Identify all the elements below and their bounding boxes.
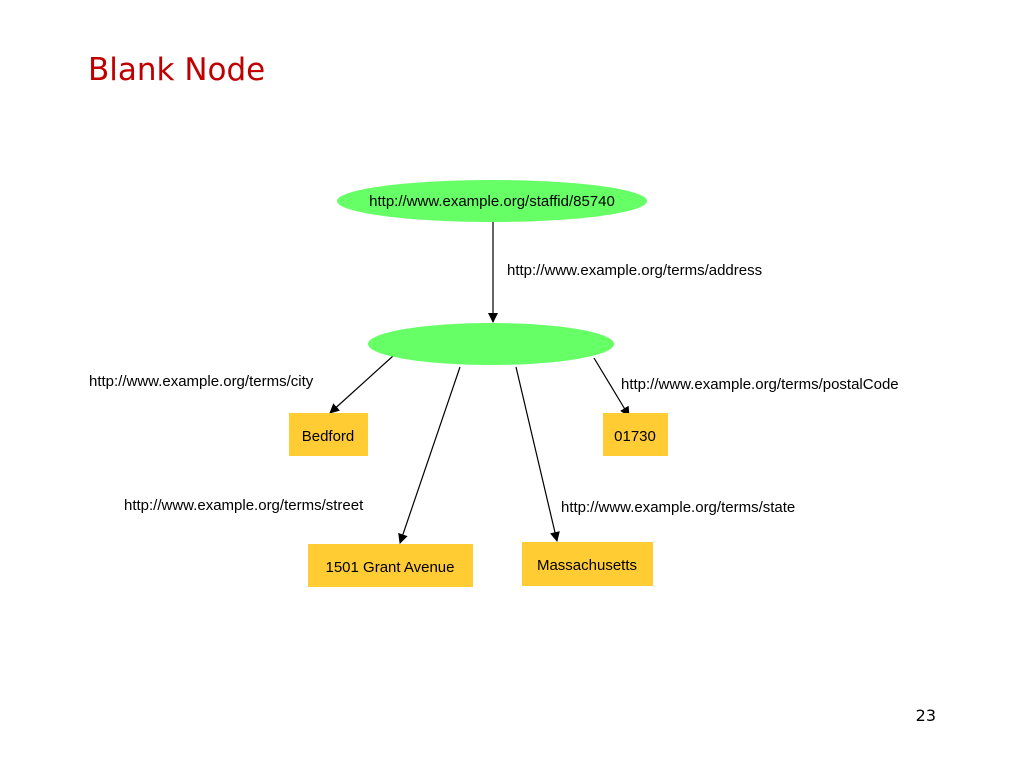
edge-label-address: http://www.example.org/terms/address	[507, 262, 762, 279]
subject-node: http://www.example.org/staffid/85740	[337, 180, 647, 222]
edge-city	[329, 355, 394, 414]
edge-label-state: http://www.example.org/terms/state	[561, 499, 795, 516]
edge-state	[515, 366, 560, 542]
street-node-label: 1501 Grant Avenue	[326, 559, 455, 576]
page-number: 23	[915, 706, 936, 725]
slide-title: Blank Node	[88, 52, 266, 88]
edge-label-street: http://www.example.org/terms/street	[124, 497, 364, 514]
edge-postal-code	[593, 357, 630, 417]
state-node: Massachusetts	[522, 542, 653, 586]
state-node-label: Massachusetts	[537, 557, 637, 574]
edge-label-postal-code: http://www.example.org/terms/postalCode	[621, 376, 899, 393]
postal-code-node: 01730	[603, 413, 668, 456]
city-node: Bedford	[289, 413, 368, 456]
city-node-label: Bedford	[302, 428, 355, 445]
edge-street	[398, 366, 461, 544]
edge-label-city: http://www.example.org/terms/city	[89, 373, 314, 390]
postal-code-node-label: 01730	[614, 428, 656, 445]
subject-node-label: http://www.example.org/staffid/85740	[369, 193, 615, 210]
street-node: 1501 Grant Avenue	[308, 544, 473, 587]
blank-node	[368, 323, 614, 365]
